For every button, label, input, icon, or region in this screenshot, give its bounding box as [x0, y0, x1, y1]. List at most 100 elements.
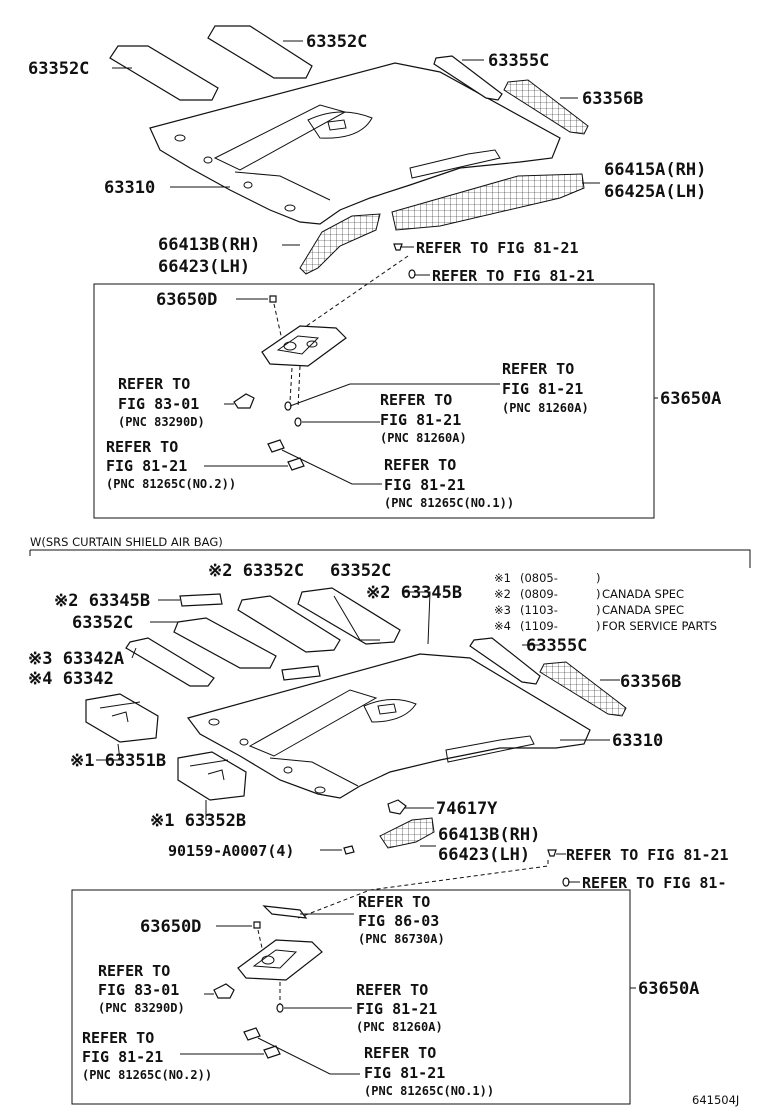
bottom-labels: W(SRS CURTAIN SHIELD AIR BAG) ※1 (0805- … — [28, 535, 739, 1107]
label-b-63650a: 63650A — [638, 979, 699, 999]
label-66425a: 66425A(LH) — [604, 182, 706, 202]
notes: ※1 (0805- ) ※2 (0809- ) CANADA SPEC ※3 (… — [494, 571, 717, 633]
note-3-close: ) — [596, 603, 601, 617]
ref-b-g-line3: (PNC 86730A) — [358, 932, 445, 946]
ref-b-c-line3: (PNC 81265C(NO.2)) — [82, 1068, 212, 1082]
ref-d-line1: REFER TO — [502, 360, 574, 378]
bottom-section — [29, 549, 751, 1105]
ref-b-fig-81-21-b: REFER TO FIG 81- — [582, 874, 727, 892]
pad-63352c-left — [173, 617, 277, 669]
trim-63356b-b — [539, 661, 627, 717]
lamp-box-top — [93, 283, 655, 519]
label-b-74617y: 74617Y — [436, 799, 498, 819]
ref-c-line2: FIG 81-21 — [106, 457, 187, 475]
note-3-desc: CANADA SPEC — [602, 603, 684, 617]
ref-f-line3: (PNC 81265C(NO.1)) — [384, 496, 514, 510]
label-b-66423: 66423(LH) — [438, 845, 530, 865]
note-1-code: (0805- — [520, 571, 558, 585]
ref-b-g-line1: REFER TO — [358, 893, 430, 911]
ref-f-line2: FIG 81-21 — [384, 476, 465, 494]
label-b-63356b: 63356B — [620, 672, 681, 692]
label-b-63352c-c: 63352C — [72, 613, 133, 633]
ref-b-f-line1: REFER TO — [364, 1044, 436, 1062]
note-1-mark: ※1 — [494, 571, 511, 585]
ref-c-line1: REFER TO — [106, 438, 178, 456]
footer-code: 641504J — [692, 1093, 739, 1107]
ref-b-fig-81-21-a: REFER TO FIG 81-21 — [566, 846, 729, 864]
ref-b-d-line1: REFER TO — [356, 981, 428, 999]
ref-c-line3: (PNC 81265C(NO.2)) — [106, 477, 236, 491]
label-b-63345b-a: ※2 63345B — [54, 591, 150, 611]
label-66415a: 66415A(RH) — [604, 160, 706, 180]
ref-b-b-line2: FIG 83-01 — [98, 981, 179, 999]
label-b-63352c-b: 63352C — [330, 561, 391, 581]
ref-b-line2: FIG 83-01 — [118, 395, 199, 413]
ref-d-line3: (PNC 81260A) — [502, 401, 589, 415]
pad-63352c-mid-a — [237, 595, 341, 653]
label-b-63345b-b: ※2 63345B — [366, 583, 462, 603]
ref-e-line1: REFER TO — [380, 391, 452, 409]
pad-66413b-b — [379, 817, 435, 849]
ref-e-line2: FIG 81-21 — [380, 411, 461, 429]
pad-63352c-mid-b — [297, 587, 401, 645]
label-63352c-b: 63352C — [306, 32, 367, 52]
label-b-63650d: 63650D — [140, 917, 201, 937]
label-b-63352b: ※1 63352B — [150, 811, 246, 831]
ref-b-c-line2: FIG 81-21 — [82, 1048, 163, 1066]
ref-b-d-line2: FIG 81-21 — [356, 1000, 437, 1018]
ref-b-d-line3: (PNC 81260A) — [356, 1020, 443, 1034]
note-2-close: ) — [596, 587, 601, 601]
ref-e-line3: (PNC 81260A) — [380, 431, 467, 445]
label-66413b: 66413B(RH) — [158, 235, 260, 255]
label-63356b: 63356B — [582, 89, 643, 109]
ref-b-b-line1: REFER TO — [98, 962, 170, 980]
label-b-63342a: ※3 63342A — [28, 649, 124, 669]
headliner-63310 — [149, 62, 561, 225]
note-4-code: (1109- — [520, 619, 558, 633]
trim-63356b — [503, 79, 589, 135]
label-b-63342: ※4 63342 — [28, 669, 114, 689]
ref-b-line1: REFER TO — [118, 375, 190, 393]
headliner-63310-b — [186, 653, 591, 799]
trim-63355c — [433, 55, 503, 101]
label-b-66413b: 66413B(RH) — [438, 825, 540, 845]
top-labels: 63352C 63352C 63355C 63356B 63310 66415A… — [28, 32, 721, 510]
pad-66415a — [391, 173, 585, 231]
pad-63345b-left — [179, 593, 223, 607]
section-title: W(SRS CURTAIN SHIELD AIR BAG) — [30, 535, 223, 549]
map-lamp-63650a-top — [261, 325, 347, 367]
ref-b-c-line1: REFER TO — [82, 1029, 154, 1047]
note-1-close: ) — [596, 571, 601, 585]
label-63650d: 63650D — [156, 290, 217, 310]
ref-b-b-line3: (PNC 83290D) — [98, 1001, 185, 1015]
label-b-63351b: ※1 63351B — [70, 751, 166, 771]
label-b-63352c-a: ※2 63352C — [208, 561, 304, 581]
ref-b-line3: (PNC 83290D) — [118, 415, 205, 429]
label-b-63310: 63310 — [612, 731, 663, 751]
pad-66413b — [299, 213, 381, 275]
label-b-90159: 90159-A0007(4) — [168, 842, 294, 860]
ref-b-f-line3: (PNC 81265C(NO.1)) — [364, 1084, 494, 1098]
pad-63352c-right — [207, 25, 313, 79]
label-63352c-a: 63352C — [28, 59, 89, 79]
note-2-desc: CANADA SPEC — [602, 587, 684, 601]
map-lamp-63650a-bottom — [237, 939, 323, 981]
trim-63355c-b — [469, 637, 541, 685]
note-4-close: ) — [596, 619, 601, 633]
trim-63342a — [125, 637, 215, 687]
pad-63345b-small — [281, 665, 321, 681]
block-63352b — [177, 751, 247, 801]
ref-fig-81-21-b: REFER TO FIG 81-21 — [432, 267, 595, 285]
label-63650a: 63650A — [660, 389, 721, 409]
ref-f-line1: REFER TO — [384, 456, 456, 474]
ref-b-f-line2: FIG 81-21 — [364, 1064, 445, 1082]
note-4-mark: ※4 — [494, 619, 511, 633]
lamp-box-bottom — [71, 889, 631, 1105]
pad-63352c-left — [109, 45, 219, 101]
note-2-code: (0809- — [520, 587, 558, 601]
clip-74617y — [387, 799, 407, 815]
label-b-63355c: 63355C — [526, 636, 587, 656]
note-3-mark: ※3 — [494, 603, 511, 617]
label-66423: 66423(LH) — [158, 257, 250, 277]
note-2-mark: ※2 — [494, 587, 511, 601]
